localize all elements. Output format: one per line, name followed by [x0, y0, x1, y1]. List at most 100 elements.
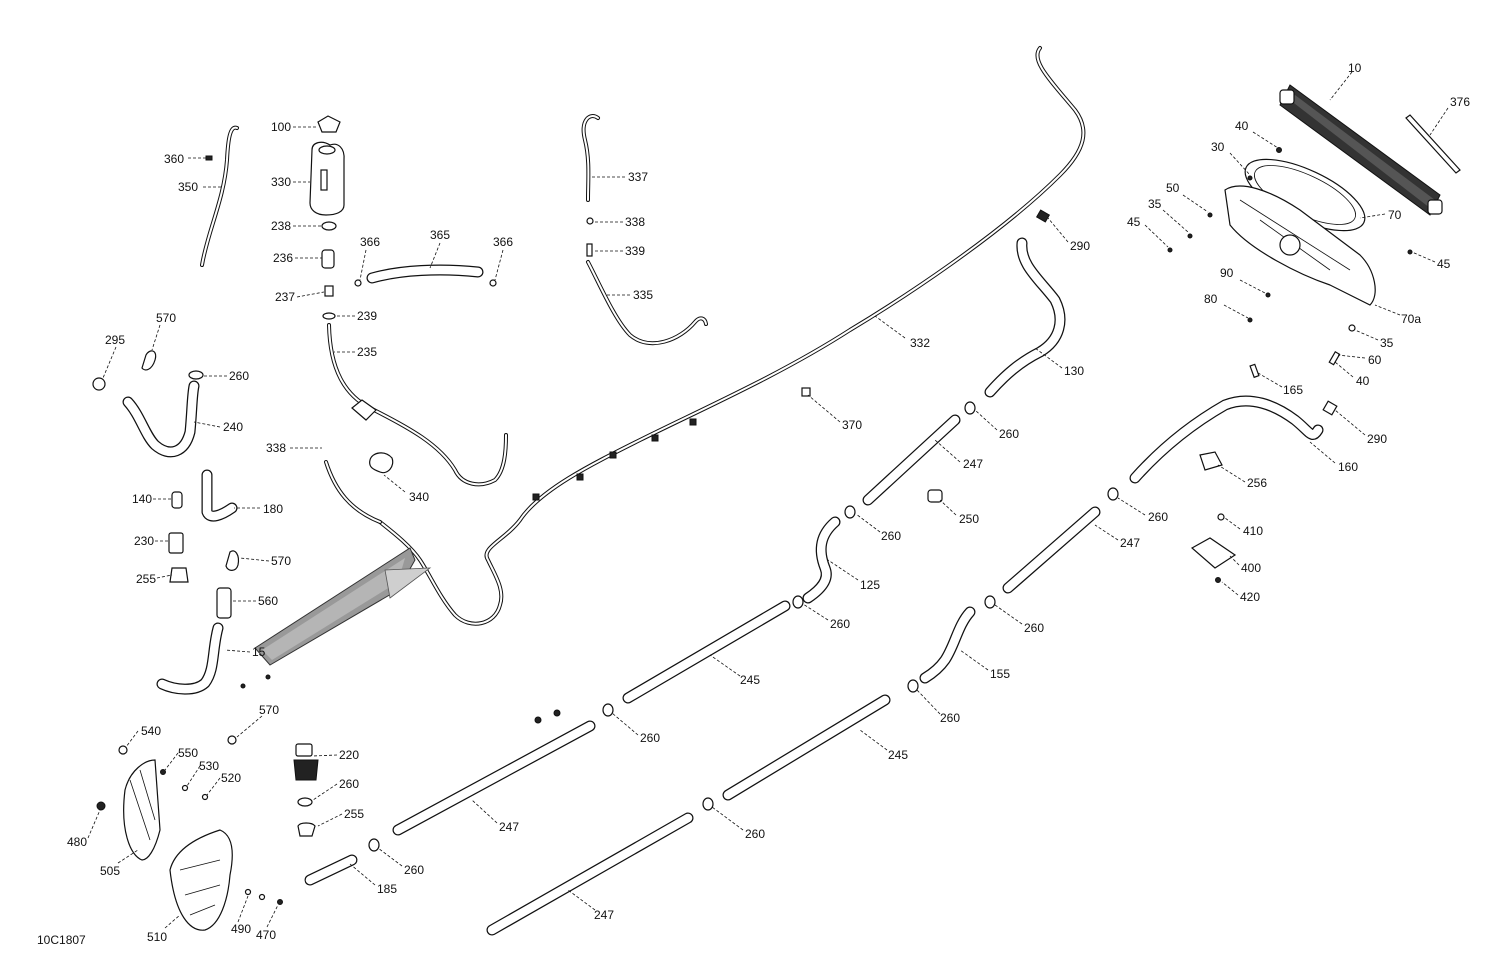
diagram-code: 10C1807 [37, 933, 86, 947]
callout-370: 370 [842, 418, 862, 432]
callout-570: 570 [271, 554, 291, 568]
housing-505 [96, 745, 209, 861]
radiator-10 [1279, 84, 1461, 216]
callout-165: 165 [1283, 383, 1303, 397]
callout-530: 530 [199, 759, 219, 773]
callout-255: 255 [344, 807, 364, 821]
callout-155: 155 [990, 667, 1010, 681]
callout-260: 260 [229, 369, 249, 383]
callout-70a: 70a [1401, 312, 1421, 326]
callout-560: 560 [258, 594, 278, 608]
callout-505: 505 [100, 864, 120, 878]
callout-237: 237 [275, 290, 295, 304]
overflow-hose-337-335 [581, 114, 708, 346]
callout-240: 240 [223, 420, 243, 434]
callout-260: 260 [339, 777, 359, 791]
callout-180: 180 [263, 502, 283, 516]
callout-255: 255 [136, 572, 156, 586]
callout-260: 260 [940, 711, 960, 725]
hose-155 [907, 606, 976, 693]
pipe-247-b [984, 487, 1119, 609]
callout-40: 40 [1235, 119, 1249, 133]
fan-shroud-70 [1224, 158, 1376, 306]
callout-360: 360 [164, 152, 184, 166]
callout-238: 238 [271, 219, 291, 233]
callout-236: 236 [273, 251, 293, 265]
callout-510: 510 [147, 930, 167, 944]
callout-80: 80 [1204, 292, 1218, 306]
callout-247: 247 [499, 820, 519, 834]
callout-260: 260 [999, 427, 1019, 441]
hose-15 [156, 622, 271, 745]
callout-230: 230 [134, 534, 154, 548]
callout-247: 247 [1120, 536, 1140, 550]
coolant-reservoir [309, 115, 497, 320]
callout-470: 470 [256, 928, 276, 942]
callout-256: 256 [1247, 476, 1267, 490]
callout-247: 247 [594, 908, 614, 922]
callout-540: 540 [141, 724, 161, 738]
callout-160: 160 [1338, 460, 1358, 474]
callout-337: 337 [628, 170, 648, 184]
callout-338: 338 [266, 441, 286, 455]
callout-60: 60 [1368, 353, 1382, 367]
callout-365: 365 [430, 228, 450, 242]
vent-hose-350 [200, 125, 239, 267]
callout-250: 250 [959, 512, 979, 526]
callout-260: 260 [881, 529, 901, 543]
callout-235: 235 [357, 345, 377, 359]
coolant-line-332 [324, 46, 1086, 626]
callout-50: 50 [1166, 181, 1180, 195]
hardware-top-right [1167, 147, 1413, 379]
thermostat-220 [293, 743, 358, 886]
housing-510 [169, 829, 283, 931]
callout-260: 260 [745, 827, 765, 841]
callout-35: 35 [1380, 336, 1394, 350]
pipe-247-a [801, 387, 976, 519]
callout-366: 366 [493, 235, 513, 249]
callout-35: 35 [1148, 197, 1162, 211]
callout-247: 247 [963, 457, 983, 471]
callout-366: 366 [360, 235, 380, 249]
callout-15: 15 [252, 645, 266, 659]
callout-338: 338 [625, 215, 645, 229]
callout-90: 90 [1220, 266, 1234, 280]
pipe-245-a [602, 600, 791, 717]
outlet-fitting-180 [168, 469, 240, 619]
hose-160 [1129, 395, 1338, 484]
callout-labels: 10 376 40 30 50 35 45 70 45 90 80 70a 35… [67, 61, 1470, 944]
hose-235 [327, 323, 508, 487]
callout-260: 260 [1148, 510, 1168, 524]
callout-290: 290 [1367, 432, 1387, 446]
callout-245: 245 [740, 673, 760, 687]
callout-125: 125 [860, 578, 880, 592]
callout-140: 140 [132, 492, 152, 506]
callout-290: 290 [1070, 239, 1090, 253]
pipe-245-b [702, 694, 891, 811]
callout-45: 45 [1437, 257, 1451, 271]
callout-30: 30 [1211, 140, 1225, 154]
hose-125 [792, 516, 841, 609]
leader-lines [87, 71, 1449, 929]
callout-570: 570 [259, 703, 279, 717]
callout-376: 376 [1450, 95, 1470, 109]
callout-340: 340 [409, 490, 429, 504]
callout-100: 100 [271, 120, 291, 134]
callout-295: 295 [105, 333, 125, 347]
heater-core [254, 547, 432, 666]
callout-245: 245 [888, 748, 908, 762]
pipe-247-d [486, 812, 694, 936]
callout-260: 260 [404, 863, 424, 877]
callout-480: 480 [67, 835, 87, 849]
callout-70: 70 [1388, 208, 1402, 222]
hose-130 [984, 209, 1066, 398]
callout-490: 490 [231, 922, 251, 936]
callout-10: 10 [1348, 61, 1362, 75]
callout-260: 260 [1024, 621, 1044, 635]
callout-400: 400 [1241, 561, 1261, 575]
callout-260: 260 [830, 617, 850, 631]
callout-130: 130 [1064, 364, 1084, 378]
hose-365 [366, 264, 484, 284]
callout-260: 260 [640, 731, 660, 745]
